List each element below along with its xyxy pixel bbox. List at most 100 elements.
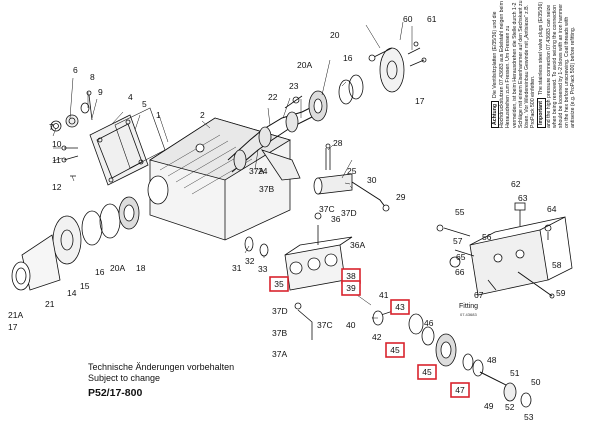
part-label: 17 (415, 96, 425, 106)
part-label: 40 (346, 320, 356, 330)
crankcase-bore (147, 175, 169, 205)
part-label: 10 (52, 139, 62, 149)
part-label: 12 (52, 182, 62, 192)
part-label: 37A (249, 166, 264, 176)
part-label: 18 (136, 263, 146, 273)
highlighted-part-label: 43 (390, 299, 410, 315)
fitting-label: Fitting (459, 303, 479, 310)
part-label: 28 (333, 138, 343, 148)
part-label: 5 (142, 99, 147, 109)
plunger-guide (317, 173, 353, 195)
footer-line-de: Technische Änderungen vorbehalten (88, 362, 235, 372)
part-label: 16 (95, 267, 105, 277)
part-label: 37B (272, 328, 287, 338)
highlighted-part-label: 39 (341, 280, 361, 296)
highlighted-label-text: 47 (455, 385, 465, 395)
part-label: 51 (510, 368, 520, 378)
bearing-cover-right (379, 47, 405, 93)
part-label: 8 (90, 72, 95, 82)
part-label: 6 (73, 65, 78, 75)
bearing-cover-left (52, 215, 82, 265)
part-label: 64 (547, 204, 557, 214)
gasket (114, 107, 166, 169)
highlighted-label-text: 43 (395, 302, 405, 312)
part-label: 41 (379, 290, 389, 300)
note-text-de: Die Ventilsitzplatten (E/35/36) und die … (492, 0, 537, 128)
rear-cover (89, 114, 149, 186)
part-label: 1 (156, 110, 161, 120)
highlighted-label-text: 45 (422, 367, 432, 377)
fitting-part-number: 07.43683 (460, 312, 477, 317)
highlighted-part-label: 45 (417, 364, 437, 380)
connecting-rod (261, 149, 301, 181)
part-label: 63 (518, 193, 528, 203)
part-label: 4 (128, 92, 133, 102)
note-header: Achtung (491, 100, 500, 128)
part-label: 37A (272, 349, 287, 359)
part-label: 9 (98, 87, 103, 97)
part-label: 60 (403, 14, 413, 24)
part-label: 67 (474, 290, 484, 300)
part-label: 49 (484, 401, 494, 411)
part-label: 33 (258, 264, 268, 274)
part-label: 20A (110, 263, 125, 273)
part-label: 46 (424, 318, 434, 328)
part-label: 30 (367, 175, 377, 185)
highlight-box (341, 280, 361, 296)
part-label: 31 (232, 263, 242, 273)
part-label: 32 (245, 256, 255, 266)
important-note: AchtungDie Ventilsitzplatten (E/35/36) u… (491, 0, 595, 128)
part-label: 62 (511, 179, 521, 189)
part-label: 37D (272, 306, 288, 316)
highlight-box (417, 364, 437, 380)
crankcase-top (149, 117, 291, 181)
part-label: 37B (259, 184, 274, 194)
part-label: 52 (505, 402, 515, 412)
part-label: 37C (317, 320, 333, 330)
part-label: 58 (552, 260, 562, 270)
part-label: 16 (343, 53, 353, 63)
part-label: 53 (524, 412, 534, 422)
highlight-boxes: 35 38 39 43 45 45 47 (269, 268, 470, 398)
highlighted-part-label: 47 (450, 382, 470, 398)
part-label: 7 (49, 122, 54, 132)
part-label: 42 (372, 332, 382, 342)
part-label: 37C (319, 204, 335, 214)
diagram-artwork (11, 21, 573, 408)
part-label: 65 (456, 252, 466, 262)
part-label: 21A (8, 310, 23, 320)
model-number: P52/17-800 (88, 387, 143, 399)
part-label: 66 (455, 267, 465, 277)
highlight-box (269, 276, 289, 292)
part-label: 48 (487, 355, 497, 365)
part-label: 36 (331, 214, 341, 224)
part-label: 25 (347, 166, 357, 176)
highlight-box (390, 299, 410, 315)
part-label: 56 (482, 232, 492, 242)
highlighted-label-text: 45 (390, 345, 400, 355)
footer-line-en: Subject to change (88, 373, 161, 383)
part-label: 22 (268, 92, 278, 102)
part-label: 57 (453, 236, 463, 246)
note-header-en: Important (537, 98, 546, 128)
part-label: 20 (330, 30, 340, 40)
part-label: 59 (556, 288, 566, 298)
part-label: 36A (350, 240, 365, 250)
part-label: 14 (67, 288, 77, 298)
part-label: 24 (258, 166, 268, 176)
part-label: 11 (52, 155, 61, 165)
part-label: 21 (45, 299, 55, 309)
highlighted-label-text: 38 (346, 271, 356, 281)
highlight-box (450, 382, 470, 398)
part-label: 17 (8, 322, 18, 332)
highlighted-label-text: 39 (346, 283, 356, 293)
part-label: 29 (396, 192, 406, 202)
part-label: 23 (289, 81, 299, 91)
highlight-box (385, 342, 405, 358)
leader-lines (52, 21, 413, 319)
highlighted-part-label: 45 (385, 342, 405, 358)
highlighted-part-label: 35 (269, 276, 289, 292)
part-label: 50 (531, 377, 541, 387)
